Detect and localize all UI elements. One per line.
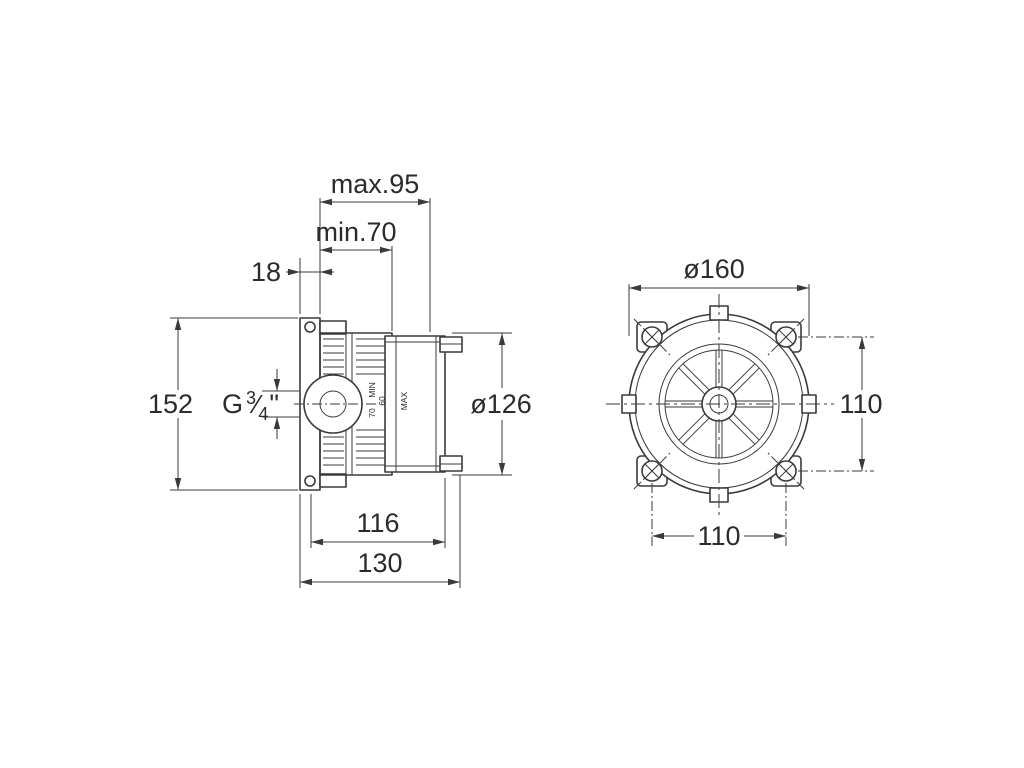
dim-outer-width: 130 [299,475,461,588]
top-boss [319,320,347,335]
dim-max-depth: max.95 [319,169,431,332]
handle-spokes [665,350,773,458]
dim-horizontal-spacing-label: 110 [697,521,740,551]
dim-vertical-spacing: 110 [798,336,883,472]
dim-total-height: 152 [148,317,298,491]
centerlines [606,294,834,516]
dim-inner-width: 116 [310,478,446,548]
gauge-min-label: MIN [367,382,377,398]
dim-body-diameter: ø126 [452,332,532,476]
gauge-70-label: 70 [367,408,377,418]
gauge-max-label: MAX [399,391,409,410]
dim-outer-diameter-label: ø160 [683,254,745,284]
dim-max-depth-label: max.95 [331,169,420,199]
dim-plate-offset: 18 [251,257,334,314]
front-view: ø160 110 110 [606,254,883,551]
fixing-tabs [439,336,463,472]
dim-min-depth-label: min.70 [315,217,396,247]
protection-sleeve [384,335,446,473]
inlet-port [294,374,378,434]
plate-screw-top [304,321,316,333]
dim-inner-width-label: 116 [356,508,399,538]
plate-screw-bottom [304,475,316,487]
dim-horizontal-spacing: 110 [651,483,787,551]
gauge-60-label: 60 [377,396,387,406]
dim-total-height-label: 152 [148,389,193,419]
bottom-boss [319,473,347,488]
dim-min-depth: min.70 [315,217,397,331]
dim-plate-offset-label: 18 [251,257,281,287]
side-view: MIN 70 60 MAX max.95 min.70 18 [148,169,532,588]
dim-body-diameter-label: ø126 [470,389,532,419]
dim-outer-width-label: 130 [357,548,402,578]
depth-gauge-marks: MIN 70 60 MAX [367,382,409,418]
dim-outer-diameter: ø160 [628,254,810,336]
dim-vertical-spacing-label: 110 [839,389,882,419]
